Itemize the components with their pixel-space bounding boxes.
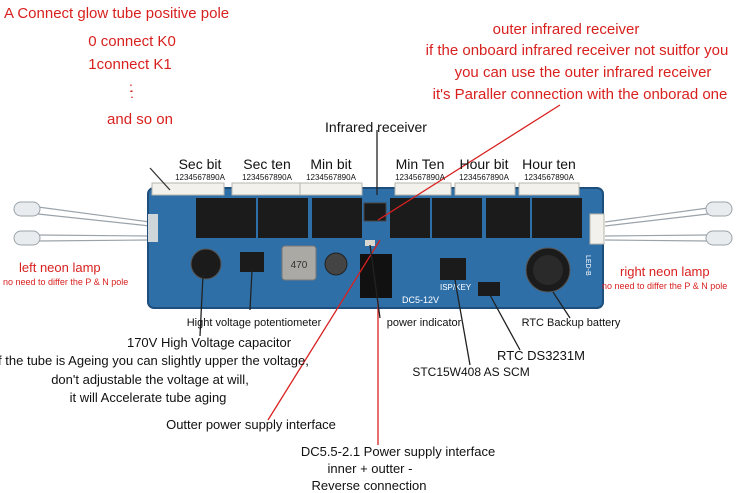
dc-interface-line2: inner + outter -	[327, 461, 413, 476]
connect-k1-line: 1connect K1	[88, 56, 172, 73]
infrared-receiver-label: Infrared receiver	[325, 119, 427, 135]
small-capacitor	[324, 252, 348, 276]
right-neon-lamps	[604, 201, 733, 246]
glow-tube-title: A Connect glow tube positive pole	[4, 5, 230, 22]
hv-cap-line4: it will Accelerate tube aging	[69, 390, 227, 405]
dc-interface-line3: Reverse connection	[311, 478, 427, 493]
right-side-connector	[589, 213, 605, 245]
ellipsis-mark-2: :	[130, 85, 134, 101]
min-bit-label: Min bit	[310, 156, 352, 172]
power-indicator-label: power indicator	[386, 317, 462, 329]
outer-ir-title: outer infrared receiver	[492, 21, 640, 38]
outer-ir-line3: you can use the outer infrared receiver	[454, 64, 712, 81]
outer-ir-line4: it's Paraller connection with the onbora…	[432, 86, 728, 103]
hv-potentiometer	[240, 252, 264, 272]
right-neon-lamp-note: no need to differ the P & N pole	[602, 281, 728, 291]
hv-cap-line2: if the tube is Ageing you can slightly u…	[0, 353, 309, 368]
dc-interface-title: DC5.5-2.1 Power supply interface	[300, 444, 496, 459]
rtc-coin-battery-core	[533, 255, 563, 285]
rtc-chip	[478, 282, 500, 296]
hv-cap-line3: don't adjustable the voltage at will,	[51, 372, 249, 387]
hour-bit-digits: 1234567890A	[459, 173, 509, 182]
scm-label: STC15W408 AS SCM	[412, 365, 530, 379]
hour-ten-label: Hour ten	[522, 156, 576, 172]
hv-capacitor	[190, 248, 222, 280]
hour-bit-label: Hour bit	[459, 156, 509, 172]
left-side-connector	[148, 214, 158, 242]
mcu-chip	[440, 258, 466, 280]
driver-chips	[196, 198, 582, 238]
outer-ir-line2: if the onboard infrared receiver not sui…	[425, 42, 729, 59]
sec-ten-label: Sec ten	[243, 156, 291, 172]
min-bit-digits: 1234567890A	[306, 173, 356, 182]
sec-bit-label: Sec bit	[178, 156, 222, 172]
led-indicator	[365, 240, 375, 246]
right-neon-lamp-label: right neon lamp	[620, 264, 710, 279]
left-neon-lamp-label: left neon lamp	[19, 260, 101, 275]
rtc-chip-label: RTC DS3231M	[497, 348, 585, 363]
outter-power-label: Outter power supply interface	[166, 417, 336, 432]
infrared-receiver-part	[363, 202, 387, 222]
header-connectors	[151, 182, 580, 196]
connect-k0-line: 0 connect K0	[88, 33, 176, 50]
left-neon-lamp-note: no need to differ the P & N pole	[3, 277, 129, 287]
hour-ten-digits: 1234567890A	[524, 173, 574, 182]
and-so-on-text: and so on	[107, 111, 173, 128]
led-b-label: LED-B	[584, 255, 591, 276]
left-neon-lamps	[13, 201, 151, 246]
dc-label: DC5-12V	[402, 295, 439, 305]
ellipsis-mark: :	[129, 79, 133, 95]
inductor	[281, 245, 317, 281]
rtc-battery-label: RTC Backup battery	[521, 317, 621, 329]
inductor-label: 470	[291, 260, 308, 271]
hv-cap-title: 170V High Voltage capacitor	[126, 335, 292, 350]
hv-pot-label: Hight voltage potentiometer	[186, 317, 322, 329]
leader-lines	[149, 104, 571, 445]
min-ten-label: Min Ten	[395, 156, 445, 172]
sec-bit-digits: 1234567890A	[175, 173, 225, 182]
min-ten-digits: 1234567890A	[395, 173, 445, 182]
sec-ten-digits: 1234567890A	[242, 173, 292, 182]
